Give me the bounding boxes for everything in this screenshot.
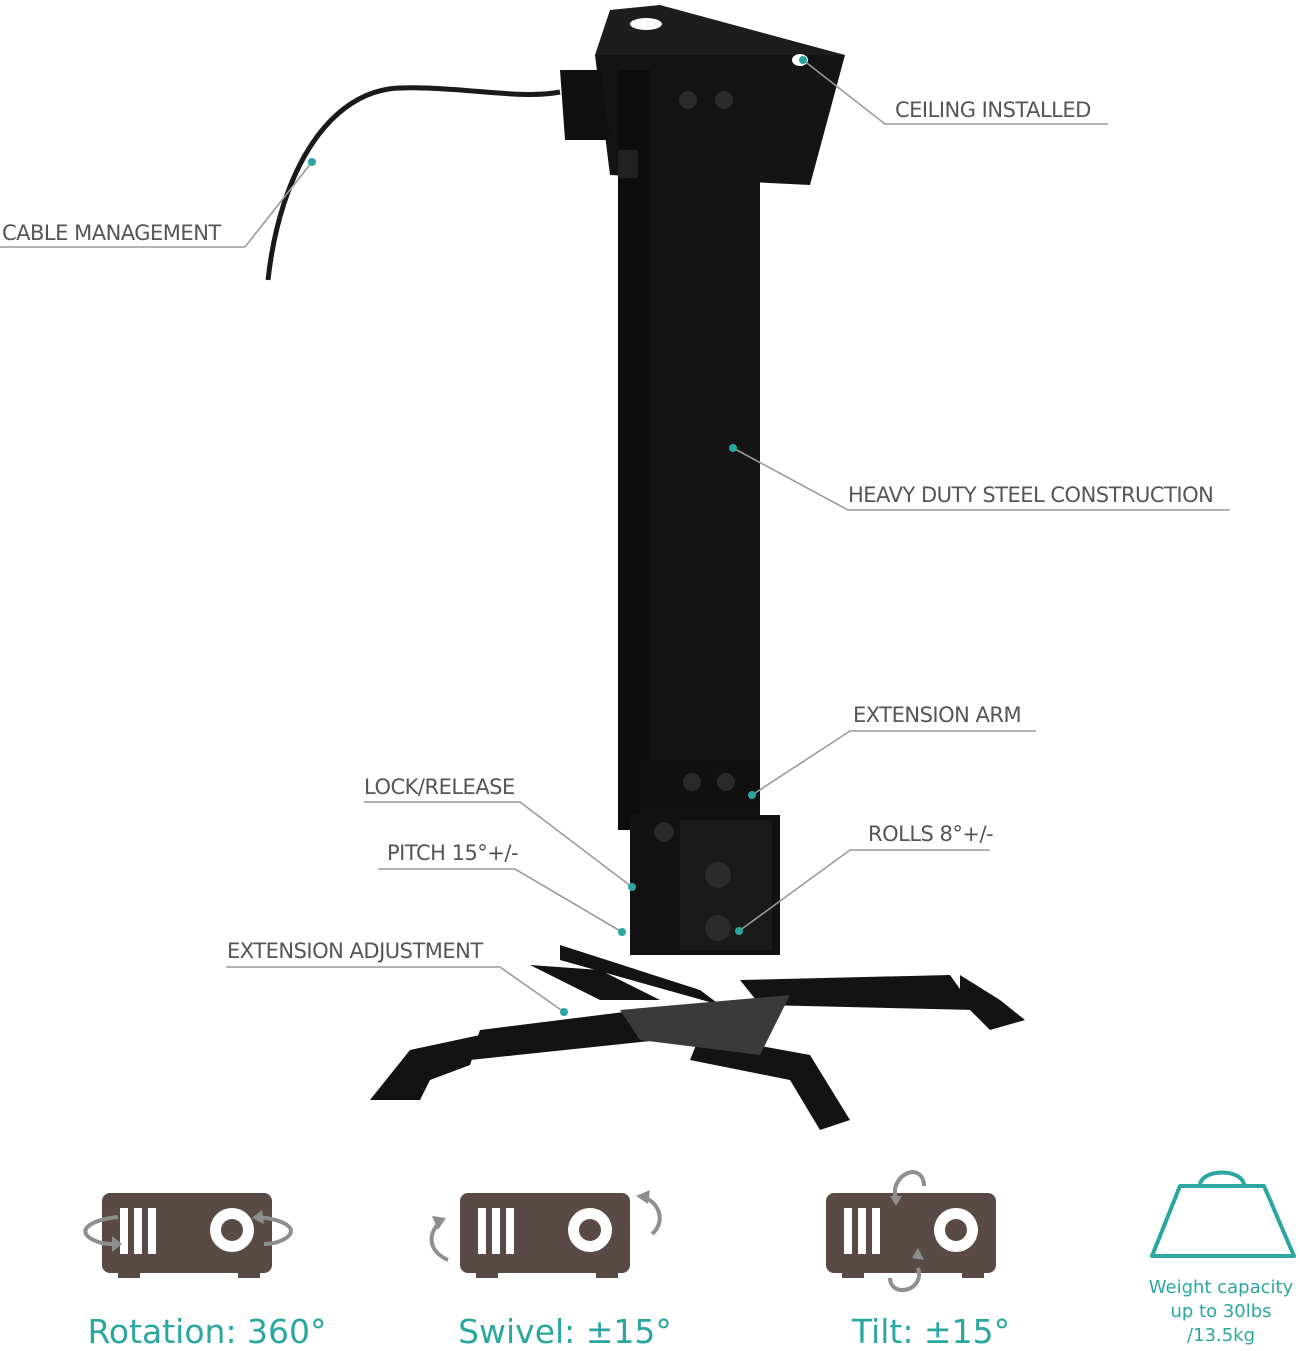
callout-extension-adjustment: EXTENSION ADJUSTMENT xyxy=(227,939,483,963)
projector-swivel-icon xyxy=(429,1190,662,1278)
callout-ceiling-installed: CEILING INSTALLED xyxy=(895,98,1091,122)
projector-base-arms xyxy=(370,945,1025,1130)
callout-rolls: ROLLS 8°+/- xyxy=(868,822,994,846)
callout-dots xyxy=(308,56,807,1016)
pitch-roll-joint xyxy=(630,815,780,955)
callout-extension-arm: EXTENSION ARM xyxy=(853,703,1022,727)
weight-line-1: Weight capacity xyxy=(1148,1277,1294,1298)
feature-rotation-label: Rotation: 360° xyxy=(87,1312,327,1351)
feature-swivel-label: Swivel: ±15° xyxy=(458,1312,672,1351)
feature-tilt-label: Tilt: ±15° xyxy=(851,1312,1011,1351)
callout-pitch: PITCH 15°+/- xyxy=(387,841,519,865)
weight-capacity-text: Weight capacity up to 30lbs /13.5kg xyxy=(1142,1276,1300,1348)
callout-lock-release: LOCK/RELEASE xyxy=(364,775,515,799)
callout-leader-lines xyxy=(0,59,1230,1013)
projector-rotation-icon xyxy=(83,1193,293,1278)
weight-icon xyxy=(1150,1170,1296,1258)
weight-line-2: up to 30lbs xyxy=(1170,1301,1272,1322)
projector-tilt-icon xyxy=(826,1169,996,1293)
extension-column xyxy=(618,70,760,830)
callout-heavy-duty-steel: HEAVY DUTY STEEL CONSTRUCTION xyxy=(848,483,1214,507)
callout-cable-management: CABLE MANAGEMENT xyxy=(2,221,221,245)
cable xyxy=(265,85,561,281)
weight-line-3: /13.5kg xyxy=(1187,1325,1255,1346)
